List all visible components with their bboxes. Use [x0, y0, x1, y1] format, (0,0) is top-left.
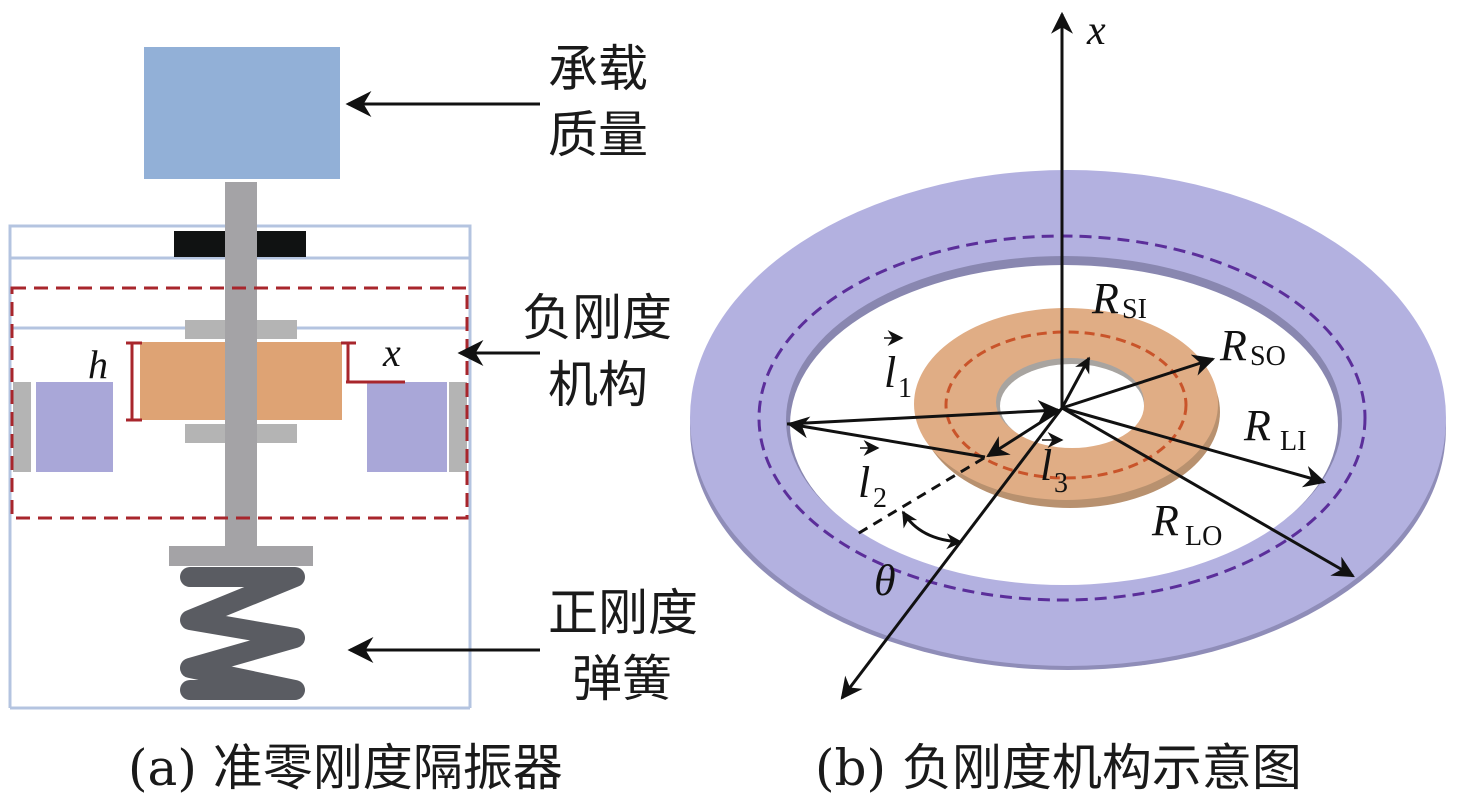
l1-sub: 1: [898, 373, 912, 404]
l3-sub: 3: [1054, 468, 1068, 499]
spring-label-2: 弹簧: [572, 650, 672, 708]
left-magnet-support: [13, 382, 31, 472]
r-si-arrow: [1060, 356, 1091, 409]
nsm-label-2: 机构: [548, 356, 648, 414]
r-lo-main: R: [1151, 496, 1179, 545]
load-mass-label-2: 质量: [548, 106, 648, 164]
spring-plate: [169, 546, 313, 566]
x-symbol: x: [382, 330, 401, 375]
l3-vector: [986, 408, 1061, 458]
load-mass-block: [144, 47, 340, 179]
r-lo-arrow: [1061, 406, 1355, 578]
nsm-label-1: 负刚度: [522, 289, 672, 347]
diagonal-axis: [840, 407, 1064, 700]
l3-label: l 3: [1040, 432, 1068, 499]
load-mass-label-1: 承载: [548, 40, 648, 98]
r-lo-sub: LO: [1185, 521, 1222, 552]
l2-label: l 2: [858, 440, 887, 514]
r-so-label: R SO: [1219, 321, 1286, 372]
l1-vector: [786, 400, 1061, 426]
spring-label-1: 正刚度: [548, 584, 698, 642]
r-si-main: R: [1091, 274, 1119, 323]
r-lo-label: R LO: [1151, 496, 1222, 552]
panel-b-caption: (b) 负刚度机构示意图: [815, 739, 1302, 797]
support-rod: [225, 182, 257, 552]
l2-vector: [786, 416, 986, 459]
theta-label: θ: [874, 556, 896, 605]
theta-arc: [901, 510, 963, 550]
r-li-main: R: [1243, 401, 1271, 450]
r-li-arrow: [1061, 406, 1327, 488]
r-li-sub: LI: [1280, 426, 1306, 457]
l1-main: l: [884, 348, 896, 397]
right-magnet-support: [449, 382, 467, 472]
l2-sub: 2: [873, 483, 887, 514]
l2-main: l: [858, 458, 870, 507]
x-dimension: [341, 341, 405, 384]
r-so-main: R: [1219, 321, 1247, 370]
r-so-arrow: [1061, 354, 1216, 410]
l3-main: l: [1040, 441, 1052, 490]
r-si-label: R SI: [1091, 274, 1147, 325]
x-axis-label: x: [1086, 8, 1106, 54]
left-fixed-magnet: [36, 382, 113, 472]
panel-a: h x 承载 质量 负刚度 机构 正刚度 弹簧 (a) 准零刚度隔振器: [8, 40, 698, 797]
panel-a-caption: (a) 准零刚度隔振器: [128, 739, 563, 797]
r-li-label: R LI: [1243, 401, 1306, 457]
r-so-sub: SO: [1250, 341, 1286, 372]
right-fixed-magnet: [367, 382, 447, 472]
l1-label: l 1: [884, 330, 912, 404]
h-symbol: h: [88, 342, 108, 387]
positive-stiffness-spring: [180, 567, 305, 700]
panel-b: x R SI R SO R LI: [690, 8, 1446, 797]
projection-dashed-line: [853, 456, 985, 538]
small-ring-dashed-circle: [944, 330, 1188, 480]
r-si-sub: SI: [1122, 294, 1147, 325]
h-dimension: [126, 341, 142, 422]
nsm-dashed-box: [10, 286, 469, 520]
